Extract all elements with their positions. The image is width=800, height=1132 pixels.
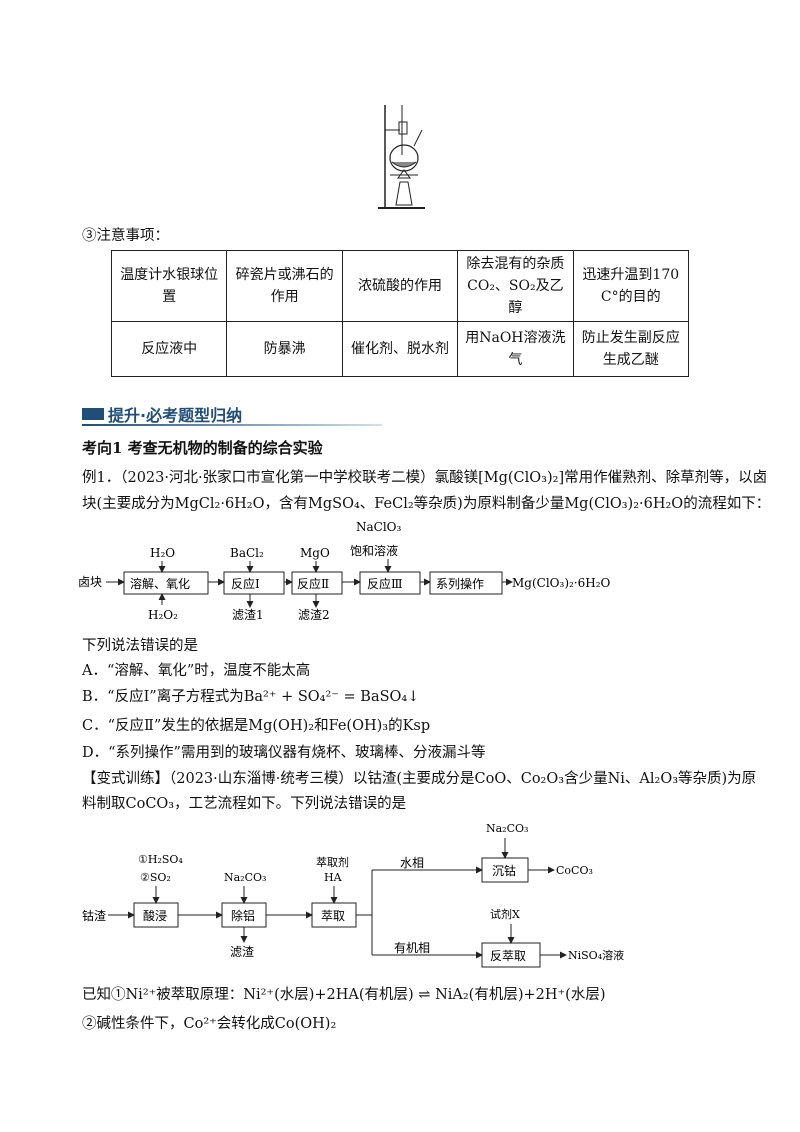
table-cell: 浓硫酸的作用 [341,250,459,322]
flow2-input: 萃取剂 [316,855,349,869]
known-line2: ②碱性条件下，Co²⁺会转化成Co(OH)₂ [82,1016,337,1032]
known-line1: 已知①Ni²⁺被萃取原理：Ni²⁺(水层)+2HA(有机层) ⇌ NiA₂(有机… [82,987,606,1003]
flow1-box: 反应Ⅰ [231,576,260,591]
question1: 下列说法错误的是 [82,638,198,654]
flow2-start: 钴渣 [82,908,106,923]
flow1-output: 滤渣2 [298,608,330,622]
flow2-input: ①H₂SO₄ [138,853,183,866]
flow1-input: BaCl₂ [230,546,264,560]
table-cell: 防止发生副反应生成乙醚 [572,321,690,377]
section-banner: 提升·必考题型归纳 [82,400,382,426]
flow1-input-bottom: H₂O₂ [148,608,178,622]
option-d: D．“系列操作”需用到的玻璃仪器有烧杯、玻璃棒、分液漏斗等 [82,745,486,761]
flow2-box: 反萃取 [490,949,526,963]
flow2-box: 沉钴 [492,863,516,878]
table-cell: 催化剂、脱水剂 [341,321,459,377]
table-cell: 迅速升温到170 C°的目的 [572,250,690,322]
variant-line2: 料制取CoCO₃，工艺流程如下。下列说法错误的是 [82,796,407,812]
notes-label: ③注意事项： [82,228,169,244]
flow2-product: NiSO₄溶液 [568,948,624,962]
flow2-product: CoCO₃ [556,864,593,877]
table-cell: 用NaOH溶液洗气 [457,321,574,377]
flow1-output: 滤渣1 [232,608,264,622]
banner-marker-icon [82,408,104,420]
flow2-input: Na₂CO₃ [224,871,266,884]
table-row: 温度计水银球位置 碎瓷片或沸石的作用 浓硫酸的作用 除去混有的杂质CO₂、SO₂… [110,250,690,322]
flow1-input: H₂O [150,546,175,560]
flow-diagram-1: 卤块 溶解、氧化 反应Ⅰ 反应Ⅱ 反应Ⅲ 系列操作 Mg(ClO₃)₂·6H₂O… [78,520,611,622]
branch-label: 水相 [400,856,424,870]
flow1-box: 反应Ⅲ [367,576,403,591]
example1-line2: 块(主要成分为MgCl₂·6H₂O，含有MgSO₄、FeCl₂等杂质)为原料制备… [82,496,771,512]
branch-label: 有机相 [394,941,430,955]
flow1-input: NaClO₃ [356,520,402,534]
flow2-residue: 滤渣 [230,945,254,959]
flow1-box: 系列操作 [436,576,484,591]
flow2-box: 酸浸 [143,908,167,923]
example1-line1: 例1．（2023·河北·张家口市宣化第一中学校联考二模）氯酸镁[Mg(ClO₃)… [82,470,768,486]
flow1-product: Mg(ClO₃)₂·6H₂O [512,576,611,590]
option-b: B．“反应Ⅰ”离子方程式为Ba²⁺ + SO₄²⁻ = BaSO₄↓ [82,689,420,705]
flow-diagram-2: 钴渣 酸浸 除铝 萃取 水相 有机相 沉钴 CoCO₃ 反萃取 NiSO₄溶液 … [82,822,624,968]
banner-title: 提升·必考题型归纳 [108,406,243,425]
flow2-input: Na₂CO₃ [486,822,528,835]
table-cell: 温度计水银球位置 [110,250,228,322]
option-c: C．“反应Ⅱ”发生的依据是Mg(OH)₂和Fe(OH)₃的Ksp [82,718,431,734]
option-a: A．“溶解、氧化”时，温度不能太高 [82,663,311,679]
table-cell: 防暴沸 [226,321,343,377]
flow2-input: HA [324,871,343,884]
table-cell: 反应液中 [110,321,228,377]
flow1-start: 卤块 [78,575,102,589]
flow1-box: 反应Ⅱ [297,576,329,591]
flow2-box: 萃取 [321,909,345,923]
distillation-apparatus-figure [378,105,425,209]
flow1-input: 饱和溶液 [350,543,398,558]
flow2-input: 试剂X [490,907,520,921]
section-heading: 考向1 考查无机物的制备的综合实验 [82,439,323,457]
flow1-input: MgO [300,546,330,560]
banner-rule [82,424,382,426]
flow1-box: 溶解、氧化 [130,576,190,591]
table-row: 反应液中 防暴沸 催化剂、脱水剂 用NaOH溶液洗气 防止发生副反应生成乙醚 [110,321,690,377]
variant-line1: 【变式训练】（2023·山东淄博·统考三模）以钴渣(主要成分是CoO、Co₂O₃… [82,771,757,787]
notes-table: 温度计水银球位置 碎瓷片或沸石的作用 浓硫酸的作用 除去混有的杂质CO₂、SO₂… [110,250,690,377]
table-cell: 除去混有的杂质CO₂、SO₂及乙醇 [457,250,574,322]
table-cell: 碎瓷片或沸石的作用 [226,250,343,322]
flow2-box: 除铝 [231,908,255,923]
flow2-input: ②SO₂ [140,871,171,884]
